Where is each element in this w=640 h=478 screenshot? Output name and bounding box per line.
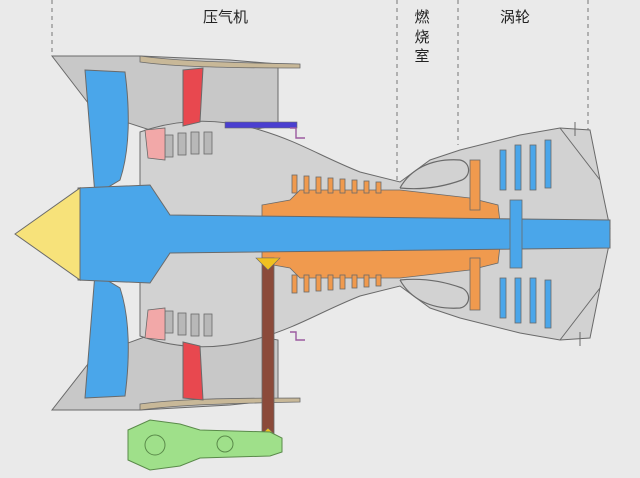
- fan-blade-roots: [144, 127, 166, 341]
- inlet-guide-vanes: [182, 67, 204, 401]
- turbine-exhaust-section: [559, 122, 601, 346]
- combustor-label: 燃 烧 室: [412, 8, 432, 67]
- fan-and-low-pressure-shaft: [77, 69, 611, 399]
- compressor-label: 压气机: [203, 8, 249, 26]
- low-pressure-compressor-stages: [164, 131, 213, 337]
- turbine-label: 涡轮: [500, 8, 531, 26]
- nose-cone: [14, 187, 81, 281]
- section-divider-lines: [51, 0, 589, 188]
- accessory-gearbox: [127, 419, 283, 471]
- bleed-air-duct: [224, 121, 305, 341]
- high-pressure-spool: [261, 159, 501, 311]
- combustor-label-text: 燃 烧 室: [414, 8, 430, 65]
- combustion-chamber: [399, 159, 470, 309]
